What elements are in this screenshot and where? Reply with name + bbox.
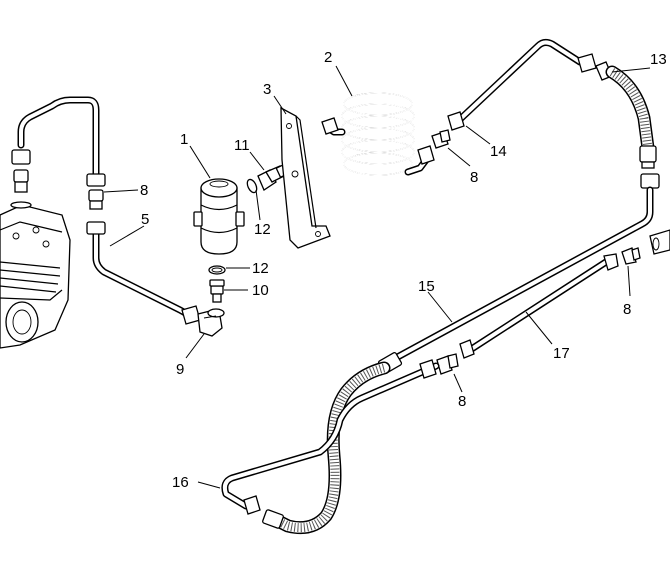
callout-8-right: 8 — [623, 301, 631, 318]
o-ring-12-lower — [208, 265, 226, 275]
o-ring-12-upper — [246, 178, 258, 194]
air-compressor — [0, 204, 71, 349]
leader-lines — [103, 65, 651, 489]
compressor-outlet-fittings — [10, 149, 32, 209]
callout-16: 16 — [172, 474, 189, 491]
callout-10: 10 — [252, 282, 269, 299]
fitting-8-right — [621, 247, 641, 265]
coil-2-inlet-nut — [321, 117, 339, 135]
callout-15: 15 — [418, 278, 435, 295]
callout-12-upper: 12 — [254, 221, 271, 238]
elbow-fitting-9 — [197, 308, 225, 337]
fitting-10 — [209, 279, 225, 303]
callout-13: 13 — [650, 51, 667, 68]
callout-8-bottom: 8 — [458, 393, 466, 410]
cooling-coil-2 — [324, 92, 430, 176]
callout-labels: 1 2 3 5 8 8 8 8 9 10 11 12 12 13 14 15 1… — [140, 49, 667, 491]
callout-11: 11 — [234, 137, 250, 154]
bracket-3 — [280, 106, 331, 249]
callout-8-left: 8 — [140, 182, 148, 199]
fitting-8-left — [86, 173, 106, 235]
pipe-16 — [221, 359, 440, 515]
air-dryer-1 — [193, 178, 245, 255]
pipe-17 — [459, 253, 619, 359]
pipe-15 — [388, 173, 660, 364]
callout-1: 1 — [180, 131, 188, 148]
callout-3: 3 — [263, 81, 271, 98]
right-edge-fitting — [649, 229, 670, 255]
fitting-8-bottom — [436, 353, 459, 375]
pipe-14 — [447, 38, 597, 131]
pipe-5-end-nut — [181, 305, 201, 325]
callout-5: 5 — [141, 211, 149, 228]
callout-8-coil: 8 — [470, 169, 478, 186]
callout-2: 2 — [324, 49, 332, 66]
callout-14: 14 — [490, 143, 507, 160]
fitting-8-coil — [417, 129, 451, 165]
callout-9: 9 — [176, 361, 184, 378]
callout-12-lower: 12 — [252, 260, 269, 277]
hose-center — [262, 352, 403, 535]
hose-13 — [595, 61, 657, 169]
callout-17: 17 — [553, 345, 570, 362]
